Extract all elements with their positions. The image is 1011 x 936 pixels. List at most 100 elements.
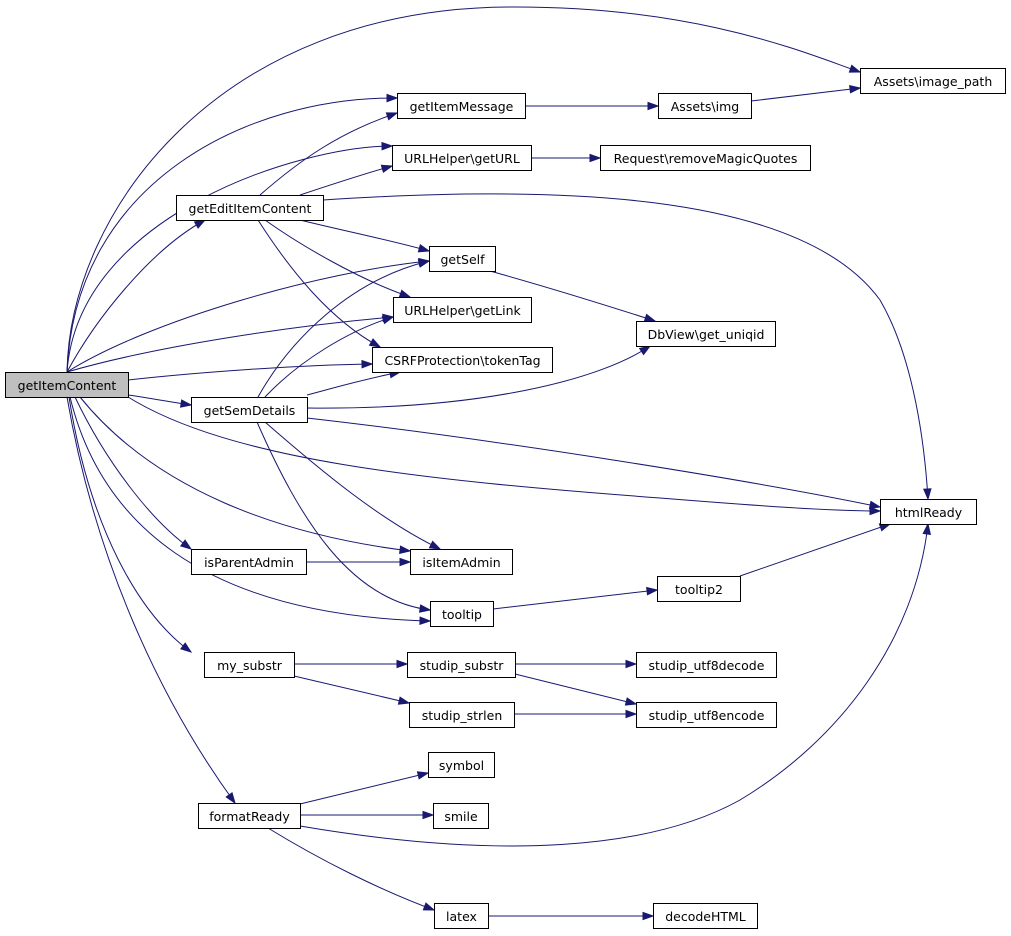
node-dbview-get-uniqid[interactable]: DbView\get_uniqid <box>636 321 776 347</box>
node-box[interactable] <box>658 93 752 119</box>
node-box[interactable] <box>429 246 496 272</box>
node-label: Assets\image_path <box>874 74 993 89</box>
edge-assets-img-to-assets-image-path <box>750 87 861 102</box>
node-box[interactable] <box>176 195 324 221</box>
node-htmlready[interactable]: htmlReady <box>880 499 977 525</box>
node-box[interactable] <box>653 903 758 929</box>
node-isitemadmin[interactable]: isItemAdmin <box>410 549 513 575</box>
node-urlhelper-geturl[interactable]: URLHelper\getURL <box>392 145 532 171</box>
node-studip-utf8decode[interactable]: studip_utf8decode <box>636 652 777 678</box>
node-box[interactable] <box>409 702 515 728</box>
node-label: getItemMessage <box>410 99 514 114</box>
edge-getitemcontent-to-isitemadmin <box>79 396 411 552</box>
node-box[interactable] <box>407 652 516 678</box>
node-studip-strlen[interactable]: studip_strlen <box>409 702 515 728</box>
node-label: tooltip2 <box>675 582 723 597</box>
node-box[interactable] <box>191 397 308 423</box>
node-label: Request\removeMagicQuotes <box>614 151 798 166</box>
edge-my-substr-to-studip-strlen <box>293 675 410 704</box>
node-box[interactable] <box>430 601 494 627</box>
node-box[interactable] <box>636 702 777 728</box>
node-label: getSemDetails <box>204 403 296 418</box>
arrowhead-studip-utf8decode <box>625 659 638 669</box>
node-getself[interactable]: getSelf <box>429 246 496 272</box>
node-box[interactable] <box>433 803 489 829</box>
edge-getitemcontent-to-getedititemcontent <box>66 219 206 373</box>
node-box[interactable] <box>657 576 741 602</box>
edge-formatready-to-symbol <box>299 772 429 805</box>
node-getsemdetails[interactable]: getSemDetails <box>191 397 308 423</box>
node-latex[interactable]: latex <box>434 903 489 929</box>
edge-studip-substr-to-studip-utf8encode <box>514 673 637 705</box>
node-box[interactable] <box>198 803 301 829</box>
node-box[interactable] <box>372 347 553 373</box>
arrowhead-htmlready <box>923 488 932 501</box>
node-urlhelper-getlink[interactable]: URLHelper\getLink <box>393 297 532 323</box>
arrowhead-symbol <box>416 771 430 780</box>
node-my-substr[interactable]: my_substr <box>204 652 295 678</box>
node-box[interactable] <box>600 145 811 171</box>
arrowhead-tooltip <box>419 616 432 625</box>
edge-getedititemcontent-to-htmlready <box>322 193 929 500</box>
node-getedititemcontent[interactable]: getEditItemContent <box>176 195 324 221</box>
arrowhead-request-removemagicquotes <box>589 153 602 163</box>
node-symbol[interactable]: symbol <box>428 752 495 778</box>
arrowhead-dbview-get-uniqid <box>638 345 652 356</box>
node-decodehtml[interactable]: decodeHTML <box>653 903 758 929</box>
node-label: latex <box>446 909 477 924</box>
edge-formatready-to-htmlready <box>299 523 929 847</box>
node-tooltip[interactable]: tooltip <box>430 601 494 627</box>
node-box[interactable] <box>428 752 495 778</box>
node-box[interactable] <box>434 903 489 929</box>
arrowhead-isitemadmin <box>399 557 412 567</box>
node-label: htmlReady <box>895 505 963 520</box>
node-label: CSRFProtection\tokenTag <box>384 353 540 368</box>
node-label: getEditItemContent <box>189 201 312 216</box>
node-isparentadmin[interactable]: isParentAdmin <box>191 549 307 575</box>
arrowhead-decodehtml <box>642 911 655 921</box>
node-box[interactable] <box>204 652 295 678</box>
node-box[interactable] <box>636 652 777 678</box>
node-assets-image-path[interactable]: Assets\image_path <box>860 68 1006 94</box>
node-box[interactable] <box>5 372 129 398</box>
node-box[interactable] <box>636 321 776 347</box>
node-box[interactable] <box>191 549 307 575</box>
node-label: DbView\get_uniqid <box>648 327 765 342</box>
node-box[interactable] <box>397 93 526 119</box>
arrowhead-htmlready <box>922 522 932 535</box>
node-label: URLHelper\getURL <box>404 151 520 166</box>
node-box[interactable] <box>410 549 513 575</box>
node-smile[interactable]: smile <box>433 803 489 829</box>
edge-getitemcontent-to-assets-image-path <box>66 6 861 373</box>
node-box[interactable] <box>393 297 532 323</box>
node-formatready[interactable]: formatReady <box>198 803 301 829</box>
node-assets-img[interactable]: Assets\img <box>658 93 752 119</box>
node-box[interactable] <box>392 145 532 171</box>
edge-getedititemcontent-to-getitemmessage <box>259 112 398 196</box>
node-box[interactable] <box>860 68 1006 94</box>
node-studip-substr[interactable]: studip_substr <box>407 652 516 678</box>
edge-getitemcontent-to-urlhelper-getlink <box>66 316 394 373</box>
arrowhead-studip-utf8encode <box>624 697 638 706</box>
edge-getitemcontent-to-tooltip <box>69 396 431 622</box>
arrowhead-csrfprotection-tokentag <box>361 359 374 369</box>
arrowhead-getedititemcontent <box>193 219 207 229</box>
node-getitemmessage[interactable]: getItemMessage <box>397 93 526 119</box>
arrowhead-dbview-get-uniqid <box>643 313 657 322</box>
edge-tooltip-to-tooltip2 <box>492 589 658 610</box>
edge-getedititemcontent-to-urlhelper-getlink <box>264 219 411 298</box>
node-tooltip2[interactable]: tooltip2 <box>657 576 741 602</box>
node-request-removemagicquotes[interactable]: Request\removeMagicQuotes <box>600 145 811 171</box>
node-csrfprotection-tokentag[interactable]: CSRFProtection\tokenTag <box>372 347 553 373</box>
edge-getsemdetails-to-isitemadmin <box>264 421 441 550</box>
edge-getitemcontent-to-isparentadmin <box>74 396 192 550</box>
node-label: studip_strlen <box>422 708 503 723</box>
edge-getsemdetails-to-getself <box>257 260 430 398</box>
node-label: my_substr <box>217 658 283 673</box>
node-studip-utf8encode[interactable]: studip_utf8encode <box>636 702 777 728</box>
node-getitemcontent[interactable]: getItemContent <box>5 372 129 398</box>
arrowhead-isparentadmin <box>179 539 193 550</box>
node-label: URLHelper\getLink <box>404 303 521 318</box>
node-box[interactable] <box>880 499 977 525</box>
